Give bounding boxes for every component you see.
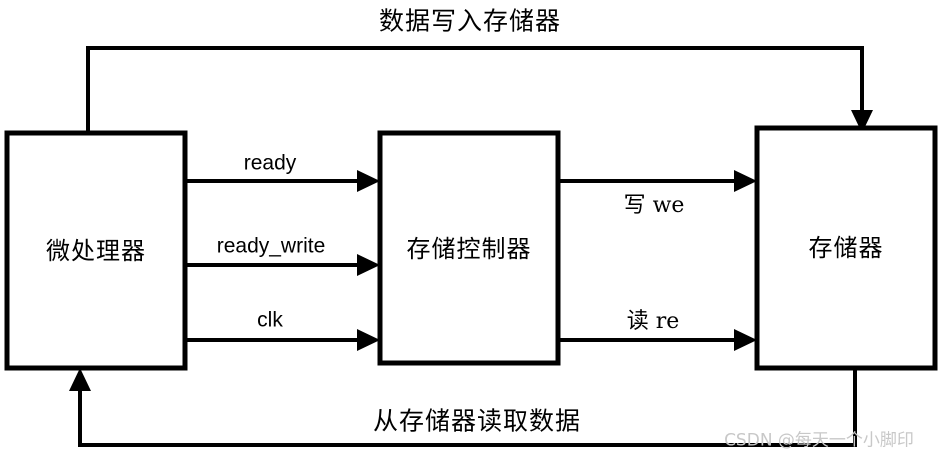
- read-data-bus-path: [69, 368, 857, 447]
- block-microprocessor: [4, 130, 188, 371]
- block-memory: [754, 125, 938, 371]
- signal-path-re: [558, 329, 757, 351]
- write-data-bus-path: [86, 46, 873, 133]
- signal-path-we: [558, 170, 757, 192]
- signal-path-clk: [185, 329, 380, 351]
- block-memory-controller: [377, 130, 561, 366]
- signal-path-ready-write: [185, 254, 380, 276]
- signal-path-ready: [185, 170, 380, 192]
